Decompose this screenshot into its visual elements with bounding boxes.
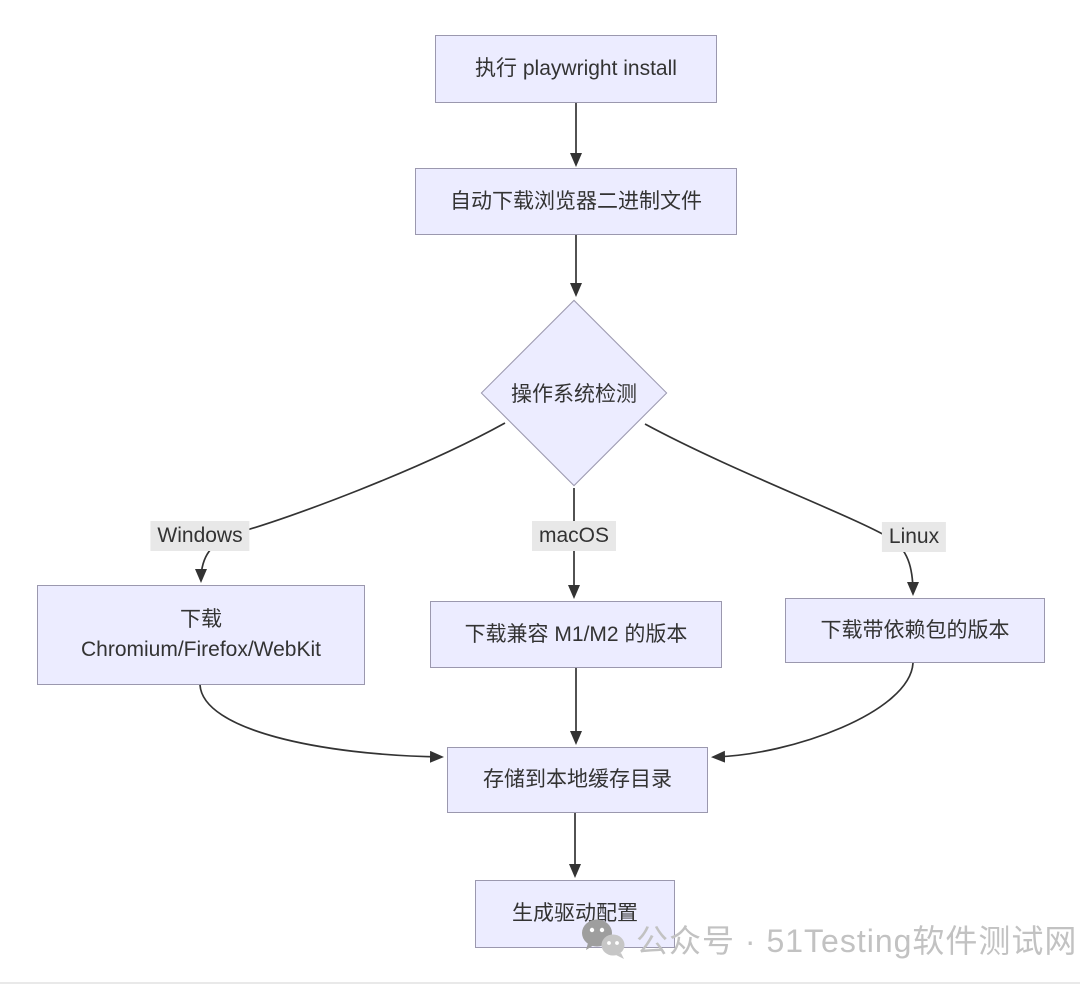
bottom-divider xyxy=(0,982,1080,984)
node-windows-download: 下载 Chromium/Firefox/WebKit xyxy=(37,585,365,685)
node-linux-download-label: 下载带依赖包的版本 xyxy=(820,618,1010,642)
node-start: 执行 playwright install xyxy=(435,35,717,103)
edge-oscheck-to-windows xyxy=(195,422,506,583)
node-windows-download-line1: 下载 xyxy=(180,608,222,631)
node-os-check-label: 操作系统检测 xyxy=(511,383,637,406)
node-macos-download-label: 下载兼容 M1/M2 的版本 xyxy=(464,622,688,646)
node-auto-download-label: 自动下载浏览器二进制文件 xyxy=(450,189,702,213)
node-macos-download: 下载兼容 M1/M2 的版本 xyxy=(430,601,722,668)
edge-windows-to-cache xyxy=(199,684,444,763)
node-cache: 存储到本地缓存目录 xyxy=(447,747,708,813)
edge-label-windows: Windows xyxy=(150,521,250,551)
edge-label-linux: Linux xyxy=(881,522,947,552)
node-start-label: 执行 playwright install xyxy=(475,57,677,80)
node-auto-download: 自动下载浏览器二进制文件 xyxy=(415,168,737,235)
node-driver-config-label: 生成驱动配置 xyxy=(512,902,638,925)
node-windows-download-line2: Chromium/Firefox/WebKit xyxy=(80,638,321,661)
edge-oscheck-to-linux xyxy=(644,423,919,596)
wechat-icon xyxy=(582,919,625,959)
node-cache-label: 存储到本地缓存目录 xyxy=(483,768,672,791)
edge-linux-to-cache xyxy=(711,662,914,763)
node-driver-config: 生成驱动配置 xyxy=(475,880,675,948)
watermark-text: 公众号 · 51Testing软件测试网 xyxy=(636,923,1078,959)
node-linux-download: 下载带依赖包的版本 xyxy=(785,598,1045,663)
watermark: 公众号 · 51Testing软件测试网 xyxy=(580,916,1077,962)
edge-label-macos: macOS xyxy=(531,521,617,551)
